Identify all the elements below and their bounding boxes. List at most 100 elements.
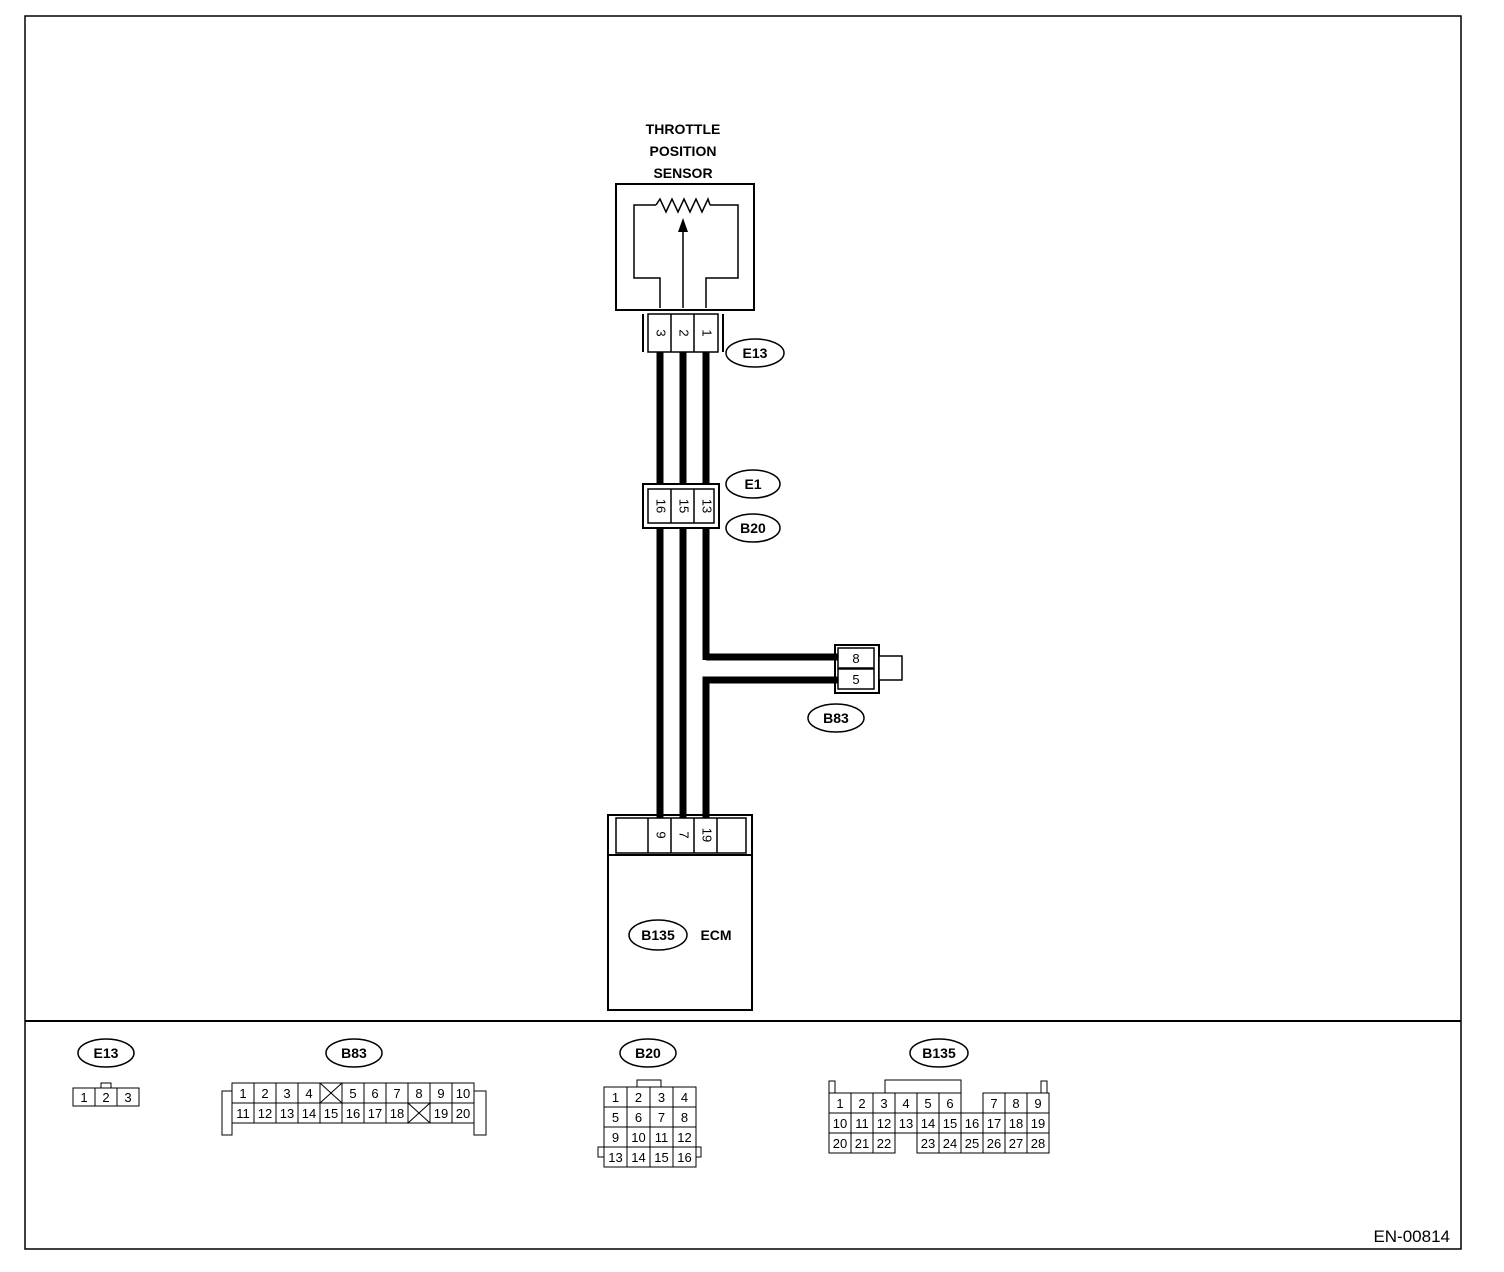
b135-pin: 21: [855, 1136, 869, 1151]
b20-pin: 2: [635, 1090, 642, 1105]
b83-pin-5: 5: [852, 672, 859, 687]
label-b83: B83: [807, 703, 865, 733]
b135-pin: 26: [987, 1136, 1001, 1151]
b135-pin: 27: [1009, 1136, 1023, 1151]
b135-pin: 20: [833, 1136, 847, 1151]
b83-pin: 11: [236, 1106, 250, 1121]
ecm-unit: 9 7 19: [607, 814, 753, 1011]
b135-pin: 15: [943, 1116, 957, 1131]
sensor-title-line-1: THROTTLE: [646, 121, 721, 137]
b135-pin: 10: [833, 1116, 847, 1131]
b135-pin: 6: [946, 1096, 953, 1111]
b135-pin: 4: [902, 1096, 909, 1111]
ecm-pin-19: 19: [700, 828, 715, 842]
b135-pin: 12: [877, 1116, 891, 1131]
b20-pin: 4: [681, 1090, 688, 1105]
b135-cell: [872, 1132, 896, 1154]
b135-pin: 8: [1012, 1096, 1019, 1111]
b20-pin-13: 13: [700, 499, 715, 513]
e13-pin: 2: [102, 1090, 109, 1105]
b83-pin: 18: [390, 1106, 404, 1121]
b135-pin: 9: [1034, 1096, 1041, 1111]
svg-text:E13: E13: [743, 345, 768, 361]
e13-cell: [116, 1087, 140, 1107]
svg-text:E13: E13: [94, 1045, 119, 1061]
pinout-e13-label: E13: [77, 1038, 135, 1068]
svg-text:E1: E1: [744, 476, 761, 492]
figure-id: EN-00814: [1373, 1227, 1450, 1246]
svg-text:B135: B135: [641, 927, 675, 943]
b83-pin: 13: [280, 1106, 294, 1121]
b20-pin: 8: [681, 1110, 688, 1125]
b135-pin: 5: [924, 1096, 931, 1111]
b83-pin: 14: [302, 1106, 316, 1121]
b83-pin: 7: [393, 1086, 400, 1101]
b83-pin: 17: [368, 1106, 382, 1121]
b83-pin: 2: [261, 1086, 268, 1101]
label-b135: B135: [628, 919, 688, 951]
b83-pin: 3: [283, 1086, 290, 1101]
b83-pin: 5: [349, 1086, 356, 1101]
b83-pin: 6: [371, 1086, 378, 1101]
pinout-b83-label: B83: [325, 1038, 383, 1068]
diagram-frame: [24, 15, 1462, 1250]
b135-pin: 18: [1009, 1116, 1023, 1131]
b20-pin: 1: [612, 1090, 619, 1105]
potentiometer-resistor-icon: [655, 196, 711, 214]
b83-pin: 15: [324, 1106, 338, 1121]
sensor-title-line-2: POSITION: [650, 143, 717, 159]
ecm-pin-7: 7: [677, 831, 692, 838]
b135-pin: 25: [965, 1136, 979, 1151]
b83-pin: 10: [456, 1086, 470, 1101]
b20-pin-16: 16: [654, 499, 669, 513]
b83-pin: 9: [437, 1086, 444, 1101]
b20-pin: 12: [677, 1130, 691, 1145]
b135-cell: [1026, 1132, 1050, 1154]
pinout-b135-label: B135: [909, 1038, 969, 1068]
ecm-pin-9: 9: [654, 831, 669, 838]
pinout-b20-label: B20: [619, 1038, 677, 1068]
b83-pin-8: 8: [852, 651, 859, 666]
b135-pin: 16: [965, 1116, 979, 1131]
b20-pin: 13: [608, 1150, 622, 1165]
ecm-label: ECM: [700, 927, 731, 943]
b83-pin: 8: [415, 1086, 422, 1101]
b20-pin: 15: [654, 1150, 668, 1165]
e13-pin: 3: [124, 1090, 131, 1105]
b20-pin: 5: [612, 1110, 619, 1125]
e13-pin-1: 1: [700, 329, 715, 336]
e13-pin: 1: [80, 1090, 87, 1105]
b83-pin: 1: [239, 1086, 246, 1101]
b135-pin: 19: [1031, 1116, 1045, 1131]
harness-upper: [656, 352, 710, 484]
b135-pin: 3: [880, 1096, 887, 1111]
svg-text:B83: B83: [341, 1045, 367, 1061]
b20-pin: 6: [635, 1110, 642, 1125]
sensor-title-line-3: SENSOR: [653, 165, 712, 181]
e13-pin-2: 2: [677, 329, 692, 336]
e13-pin-3: 3: [654, 329, 669, 336]
b20-pin: 7: [658, 1110, 665, 1125]
label-e1: E1: [725, 469, 781, 499]
b20-pin: 16: [677, 1150, 691, 1165]
throttle-position-sensor: [615, 183, 755, 311]
svg-text:B135: B135: [922, 1045, 956, 1061]
wiper-arrow-icon: [678, 218, 688, 232]
b20-pin: 3: [658, 1090, 665, 1105]
b135-pin: 23: [921, 1136, 935, 1151]
sensor-title: THROTTLE POSITION SENSOR: [646, 121, 721, 181]
label-b20: B20: [725, 513, 781, 543]
b135-pin: 17: [987, 1116, 1001, 1131]
b135-pin: 28: [1031, 1136, 1045, 1151]
b135-pin: 24: [943, 1136, 957, 1151]
b135-pin: 1: [836, 1096, 843, 1111]
label-e13: E13: [725, 338, 785, 368]
connector-e13: 3 2 1: [642, 313, 724, 353]
b135-pin: 7: [990, 1096, 997, 1111]
b83-pin: 20: [456, 1106, 470, 1121]
